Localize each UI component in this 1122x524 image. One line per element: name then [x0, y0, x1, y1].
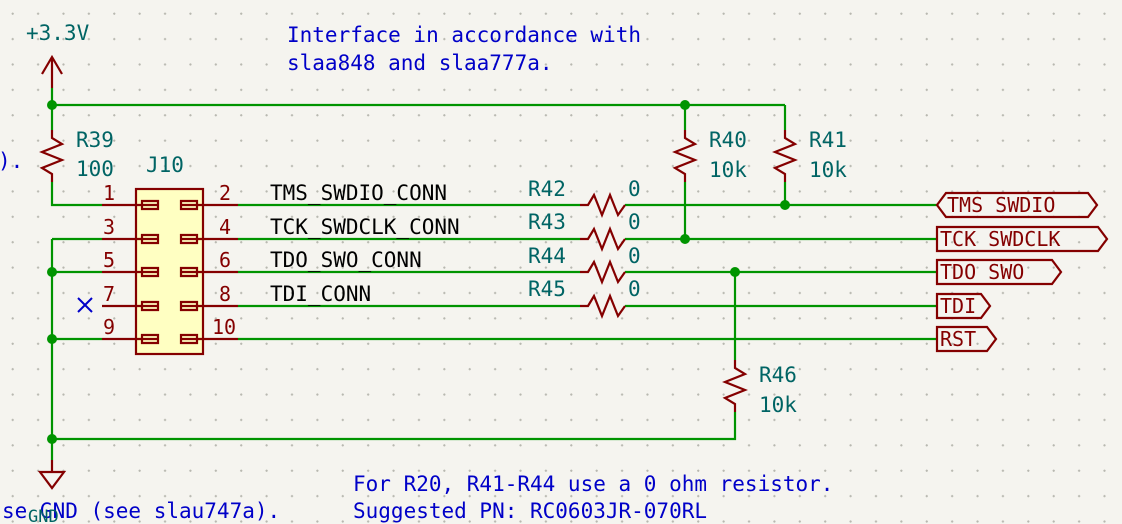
pin-number: 2 [219, 181, 231, 205]
connector-j10: J10 1 3 5 7 9 2 4 6 8 10 [102, 153, 238, 356]
pin-number: 3 [103, 215, 115, 239]
power-gnd-symbol [37, 460, 67, 490]
pin-number: 6 [219, 248, 231, 272]
note-resistor-line2: Suggested PN: RC0603JR-070RL [353, 499, 707, 523]
net-label-tms-swdio-conn: TMS_SWDIO_CONN [270, 181, 447, 205]
r41-value: 10k [809, 158, 847, 182]
junction-dots [47, 100, 790, 444]
power-gnd-label: GND [28, 507, 59, 524]
r46-value: 10k [759, 393, 797, 417]
net-label-tdi-conn: TDI_CONN [270, 282, 371, 306]
label-tdi: TDI [935, 292, 992, 320]
junction-dot [780, 200, 790, 210]
pin-number: 5 [103, 248, 115, 272]
label-tdo-swo: TDO_SWO [935, 258, 1063, 286]
resistor-r43: R43 0 [528, 210, 641, 252]
junction-dot [680, 100, 690, 110]
resistor-r40: R40 10k [672, 128, 747, 182]
net-label-tdo-swo-conn: TDO_SWO_CONN [270, 248, 422, 272]
r44-ref: R44 [528, 244, 566, 268]
pin-number: 7 [103, 282, 115, 306]
resistor-r46: R46 10k [722, 360, 797, 417]
note-left-fragment-bottom: se GND (see slau747a). [2, 499, 280, 523]
label-rst: RST [935, 325, 998, 353]
pin-number: 10 [212, 315, 236, 339]
r46-ref: R46 [759, 363, 797, 387]
pin-number: 1 [103, 181, 115, 205]
r43-value: 0 [628, 210, 641, 234]
resistor-r39: R39 100 [39, 128, 114, 182]
resistor-r42: R42 0 [528, 177, 641, 218]
r40-value: 10k [709, 158, 747, 182]
junction-dot [47, 100, 57, 110]
note-left-fragment-top: ). [0, 149, 23, 173]
r45-value: 0 [628, 277, 641, 301]
svg-text:TCK_SWDCLK: TCK_SWDCLK [940, 227, 1060, 251]
connector-ref: J10 [146, 153, 184, 177]
junction-dot [47, 434, 57, 444]
resistor-r44: R44 0 [528, 244, 641, 285]
resistor-r41: R41 10k [772, 128, 847, 182]
r41-ref: R41 [809, 128, 847, 152]
pin-number: 9 [103, 315, 115, 339]
svg-text:TMS_SWDIO: TMS_SWDIO [947, 193, 1055, 217]
junction-dot [47, 334, 57, 344]
r42-ref: R42 [528, 177, 566, 201]
r40-ref: R40 [709, 128, 747, 152]
power-vcc-symbol [41, 54, 63, 88]
label-tck-swdclk: TCK_SWDCLK [935, 225, 1109, 253]
svg-text:TDO_SWO: TDO_SWO [940, 260, 1024, 284]
pin-number: 8 [219, 282, 231, 306]
no-connect-mark [77, 297, 93, 313]
r44-value: 0 [628, 244, 641, 268]
note-interface-line2: slaa848 and slaa777a. [287, 51, 553, 75]
junction-dot [680, 234, 690, 244]
svg-text:RST: RST [940, 327, 976, 351]
pin-number: 4 [219, 215, 231, 239]
label-tms-swdio: TMS_SWDIO [935, 191, 1099, 219]
note-resistor-line1: For R20, R41-R44 use a 0 ohm resistor. [353, 472, 833, 496]
net-label-tck-swdclk-conn: TCK_SWDCLK_CONN [270, 215, 460, 239]
r43-ref: R43 [528, 210, 566, 234]
resistor-r45: R45 0 [528, 277, 641, 319]
r39-ref: R39 [76, 128, 114, 152]
note-interface-line1: Interface in accordance with [287, 23, 641, 47]
power-vcc-label: +3.3V [26, 21, 90, 45]
junction-dot [47, 267, 57, 277]
svg-text:TDI: TDI [940, 294, 976, 318]
r45-ref: R45 [528, 277, 566, 301]
r42-value: 0 [628, 177, 641, 201]
junction-dot [730, 267, 740, 277]
r39-value: 100 [76, 157, 114, 181]
